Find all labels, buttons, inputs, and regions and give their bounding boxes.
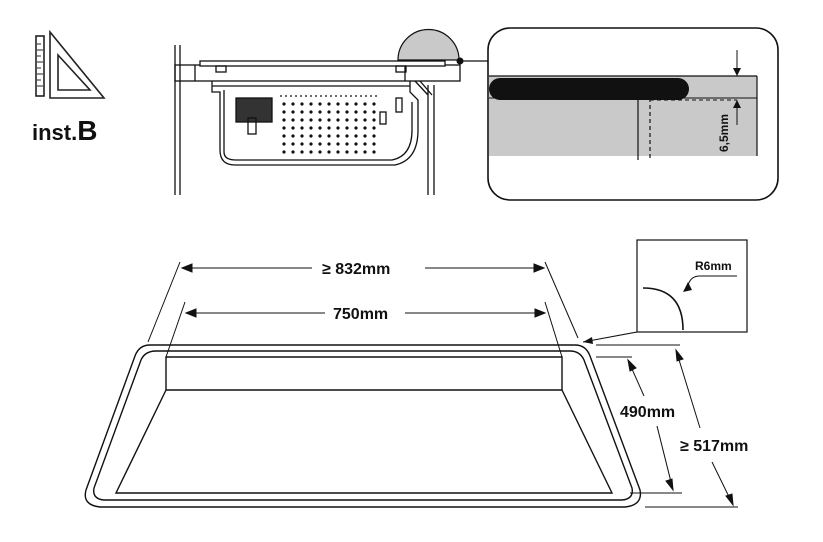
- inner-depth-dimension: [596, 356, 682, 494]
- vent-hole: [345, 134, 349, 138]
- vent-hole: [318, 150, 322, 154]
- vent-hole: [327, 102, 331, 106]
- vent-hole: [327, 118, 331, 122]
- vent-hole: [363, 102, 367, 106]
- vent-hole: [282, 134, 286, 138]
- vent-hole: [372, 142, 376, 146]
- vent-hole: [336, 102, 340, 106]
- vent-hole: [345, 110, 349, 114]
- outer-width-label: ≥ 832mm: [322, 261, 390, 278]
- vent-hole: [309, 102, 313, 106]
- corner-radius-label: R6mm: [695, 259, 732, 273]
- hob-side-view: [174, 45, 461, 195]
- vent-hole: [327, 150, 331, 154]
- vent-hole: [327, 126, 331, 130]
- vent-hole: [354, 134, 358, 138]
- set-square-ruler-icon: [35, 29, 106, 99]
- outer-width-dimension: [147, 261, 579, 343]
- vent-hole: [291, 134, 295, 138]
- vent-hole: [282, 118, 286, 122]
- vent-hole: [309, 142, 313, 146]
- vent-hole: [363, 126, 367, 130]
- vent-hole: [318, 110, 322, 114]
- detail-magnifier: [397, 28, 488, 65]
- vent-hole: [336, 118, 340, 122]
- vent-hole: [300, 150, 304, 154]
- vent-hole: [282, 142, 286, 146]
- vent-hole: [309, 118, 313, 122]
- corner-radius-inset: [582, 239, 748, 344]
- vent-hole: [309, 110, 313, 114]
- vent-hole: [345, 102, 349, 106]
- vent-hole: [300, 142, 304, 146]
- vent-hole: [282, 110, 286, 114]
- cutout-outline: [84, 344, 642, 508]
- vent-hole: [318, 126, 322, 130]
- inner-width-label: 750mm: [333, 306, 388, 323]
- outer-depth-dimension: [596, 344, 738, 508]
- vent-hole: [309, 134, 313, 138]
- vent-hole: [345, 142, 349, 146]
- hob-vent-holes: [282, 102, 376, 154]
- vent-hole: [354, 118, 358, 122]
- vent-hole: [363, 142, 367, 146]
- vent-hole: [336, 142, 340, 146]
- vent-hole: [345, 118, 349, 122]
- vent-hole: [354, 150, 358, 154]
- vent-hole: [282, 102, 286, 106]
- inner-width-dimension: [165, 301, 563, 358]
- vent-hole: [309, 126, 313, 130]
- vent-hole: [300, 118, 304, 122]
- vent-hole: [282, 126, 286, 130]
- vent-hole: [372, 134, 376, 138]
- vent-hole: [354, 142, 358, 146]
- vent-hole: [372, 150, 376, 154]
- vent-hole: [372, 118, 376, 122]
- vent-hole: [318, 134, 322, 138]
- vent-hole: [300, 110, 304, 114]
- vent-hole: [318, 102, 322, 106]
- vent-hole: [309, 150, 313, 154]
- vent-hole: [327, 134, 331, 138]
- vent-hole: [327, 110, 331, 114]
- vent-hole: [336, 150, 340, 154]
- inner-depth-label: 490mm: [620, 404, 675, 421]
- vent-hole: [354, 126, 358, 130]
- vent-hole: [363, 110, 367, 114]
- inst-letter: B: [77, 115, 97, 146]
- vent-hole: [291, 102, 295, 106]
- vent-hole: [318, 118, 322, 122]
- vent-hole: [300, 102, 304, 106]
- vent-hole: [291, 142, 295, 146]
- vent-hole: [300, 126, 304, 130]
- vent-hole: [372, 126, 376, 130]
- vent-hole: [354, 102, 358, 106]
- vent-hole: [336, 126, 340, 130]
- vent-hole: [336, 110, 340, 114]
- vent-hole: [363, 150, 367, 154]
- inst-prefix: inst.: [32, 120, 77, 145]
- gap-dimension-label: 6,5mm: [717, 114, 731, 152]
- vent-hole: [345, 150, 349, 154]
- vent-hole: [372, 102, 376, 106]
- vent-hole: [345, 126, 349, 130]
- vent-hole: [354, 110, 358, 114]
- vent-hole: [318, 142, 322, 146]
- vent-hole: [336, 134, 340, 138]
- outer-depth-label: ≥ 517mm: [680, 438, 748, 455]
- vent-hole: [363, 118, 367, 122]
- inst-label: inst.B: [32, 115, 97, 146]
- vent-hole: [291, 110, 295, 114]
- vent-hole: [291, 118, 295, 122]
- vent-hole: [300, 134, 304, 138]
- vent-hole: [327, 142, 331, 146]
- vent-hole: [372, 110, 376, 114]
- vent-hole: [282, 150, 286, 154]
- vent-hole: [363, 134, 367, 138]
- vent-hole: [291, 126, 295, 130]
- detail-panel: 6,5mm: [487, 27, 779, 201]
- vent-hole: [291, 150, 295, 154]
